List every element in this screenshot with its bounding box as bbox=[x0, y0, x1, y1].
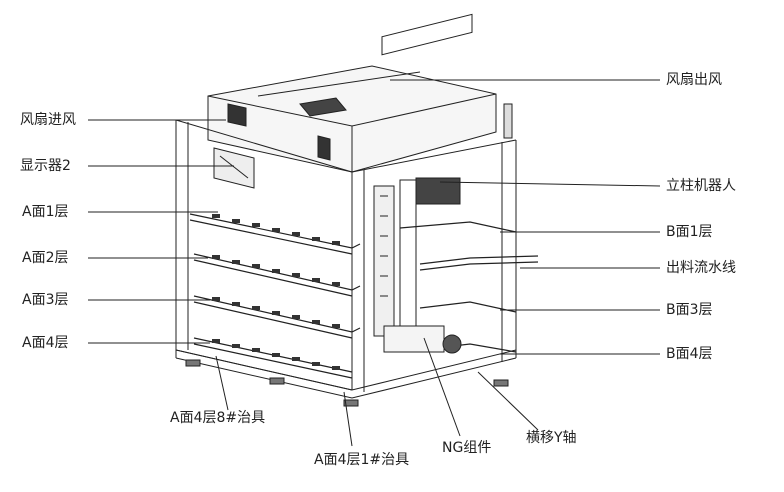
label-robot: 立柱机器人 bbox=[666, 178, 736, 194]
label-a4-1: A面4层1#治具 bbox=[314, 452, 410, 468]
b-side-shelves bbox=[399, 221, 539, 353]
column-robot bbox=[373, 177, 461, 341]
label-conveyor: 出料流水线 bbox=[666, 260, 736, 276]
label-ng: NG组件 bbox=[442, 440, 492, 456]
ng-component bbox=[383, 325, 462, 354]
label-y-axis: 横移Y轴 bbox=[526, 430, 577, 446]
cabinet-frame bbox=[175, 119, 517, 399]
label-a4: A面4层 bbox=[22, 335, 69, 351]
feet bbox=[185, 359, 509, 407]
fan-housing bbox=[207, 13, 497, 173]
label-a2: A面2层 bbox=[22, 250, 69, 266]
label-a3: A面3层 bbox=[22, 292, 69, 308]
signal-light bbox=[503, 103, 513, 139]
display-2 bbox=[213, 147, 255, 189]
leader-lines bbox=[88, 79, 661, 447]
label-fan-out: 风扇出风 bbox=[666, 72, 722, 88]
label-display-2: 显示器2 bbox=[20, 158, 71, 174]
label-fan-in: 风扇进风 bbox=[20, 112, 76, 128]
fixtures bbox=[212, 214, 340, 370]
label-b4: B面4层 bbox=[666, 346, 713, 362]
label-b3: B面3层 bbox=[666, 302, 713, 318]
label-a4-8: A面4层8#治具 bbox=[170, 410, 266, 426]
label-b1: B面1层 bbox=[666, 224, 713, 240]
label-a1: A面1层 bbox=[22, 204, 69, 220]
